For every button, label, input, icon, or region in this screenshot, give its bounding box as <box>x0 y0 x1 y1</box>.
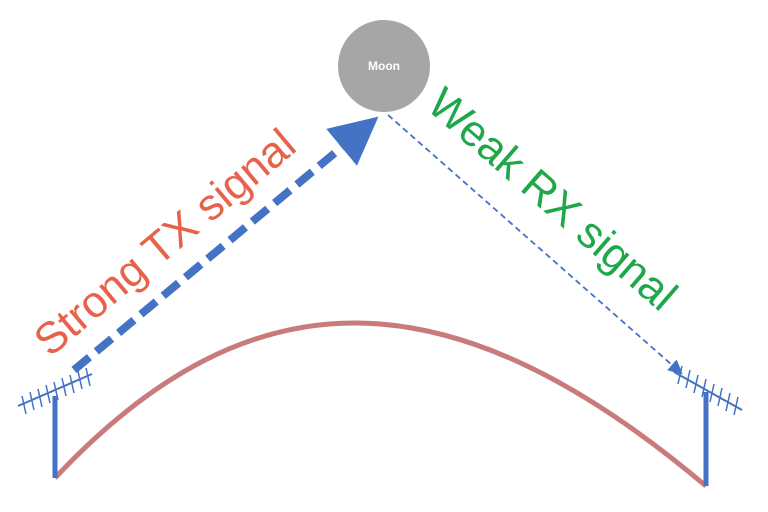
tx-signal-label: Strong TX signal <box>25 120 305 366</box>
moon-label: Moon <box>368 59 400 73</box>
tx-signal-arrow <box>71 116 379 374</box>
rx-signal-arrow <box>387 114 683 375</box>
tx-antenna-elements <box>21 367 91 415</box>
moon-circle <box>338 20 430 112</box>
tx-antenna <box>17 367 93 478</box>
rx-signal-label: Weak RX signal <box>418 79 686 321</box>
rx-antenna <box>673 365 743 486</box>
earth-surface-curve <box>53 320 708 488</box>
moon: Moon <box>338 20 430 112</box>
rx-antenna-boom <box>673 371 743 411</box>
